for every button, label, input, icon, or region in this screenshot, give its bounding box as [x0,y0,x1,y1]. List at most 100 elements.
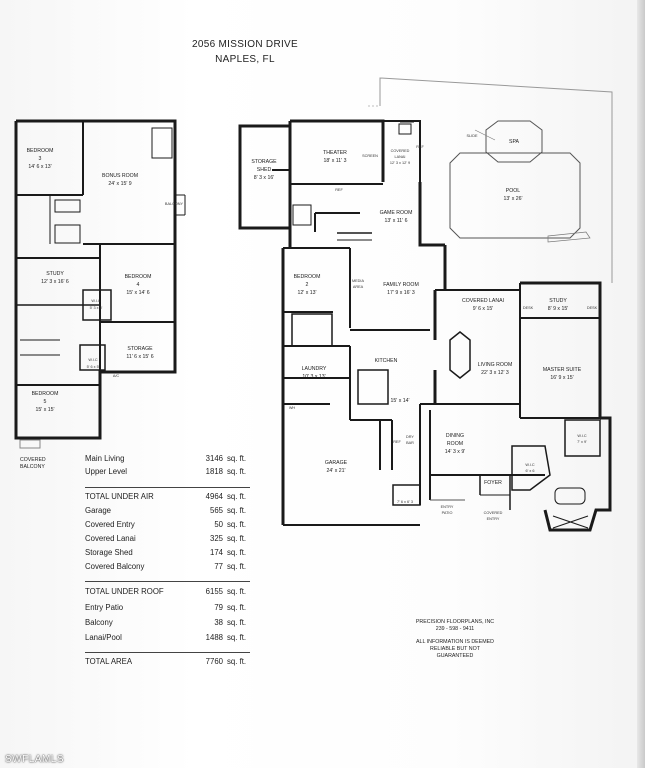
label-study-main-name: STUDY [549,298,567,304]
label-laundry-name: LAUNDRY [302,366,327,372]
label-bedroom4-num: 4 [137,282,140,288]
area-label: Covered Balcony [85,562,145,571]
area-label: Covered Lanai [85,534,136,543]
label-dining-name1: DINING [446,433,464,439]
area-unit: sq. ft. [227,618,247,627]
label-wic2-name: W.I.C [88,358,98,362]
area-unit: sq. ft. [227,603,247,612]
label-lanai1-name2: LANAI [395,155,406,159]
label-game-name: GAME ROOM [380,210,413,216]
pool-deck [368,77,613,283]
page-edge-shadow [637,0,645,768]
label-master-name: MASTER SUITE [543,367,582,373]
area-label: TOTAL UNDER ROOF [85,587,164,596]
label-drybar1: DRY [406,435,414,439]
label-ac: A/C [113,374,120,378]
label-entry-patio1: ENTRY [441,505,454,509]
area-value: 7760 [205,657,223,666]
label-wic2-dim: 5' 6 x 5' [87,365,100,369]
covered-balcony-line2: BALCONY [20,464,45,470]
address-title: 2056 MISSION DRIVE [192,39,298,50]
area-label: Entry Patio [85,603,124,612]
label-bedroom5-name: BEDROOM [32,391,59,397]
company-name: PRECISION FLOORPLANS, INC [415,619,495,625]
area-unit: sq. ft. [227,454,247,463]
label-foyer: FOYER [484,480,502,486]
label-ref1: REF [416,145,424,149]
label-theater-dim: 18' x 11' 3 [324,158,347,164]
label-kitchen-name: KITCHEN [375,358,398,364]
divider [85,652,250,653]
area-label: TOTAL AREA [85,657,133,666]
area-row: Garage 565 sq. ft. [85,505,250,516]
area-label: Covered Entry [85,520,135,529]
label-covered-entry2: ENTRY [487,517,500,521]
label-wic1-name: W.I.C [91,299,101,303]
label-entry-patio2: PATIO [442,511,453,515]
label-wic4-name: W.I.C [525,463,535,467]
label-pool-name: POOL [506,188,521,194]
label-wh: WH [289,406,296,410]
label-living-name: LIVING ROOM [478,362,513,368]
label-lanai2-name: COVERED LANAI [462,298,504,304]
area-unit: sq. ft. [227,657,247,666]
covered-balcony-line1: COVERED [20,457,46,463]
area-value: 38 [214,618,223,627]
watermark: SWFLAMLS [5,754,65,765]
area-value: 174 [209,548,223,557]
company-phone: 239 - 598 - 9411 [435,626,475,632]
area-unit: sq. ft. [227,633,247,642]
area-label: Garage [85,506,112,515]
label-bonus-dim: 24' x 15' 9 [108,181,131,187]
label-balcony: BALCONY [165,202,184,206]
label-storage-up-dim: 11' 6 x 15' 6 [126,354,153,360]
area-value: 6155 [205,587,223,596]
label-ref2: REF [335,188,343,192]
area-unit: sq. ft. [227,520,247,529]
area-unit: sq. ft. [227,534,247,543]
area-unit: sq. ft. [227,548,247,557]
label-bedroom3-num: 3 [39,156,42,162]
label-lanai2-dim: 9' 6 x 15' [473,306,493,312]
area-label: Balcony [85,618,113,627]
label-living-dim: 22' 3 x 12' 3 [481,370,509,376]
main-level-labels: STORAGE SHED 8' 3 x 16' THEATER 18' x 11… [251,134,597,521]
area-label: Upper Level [85,467,128,476]
label-family-name: FAMILY ROOM [383,282,419,288]
area-unit: sq. ft. [227,506,247,515]
area-value: 325 [209,534,223,543]
label-slide: SLIDE [467,134,478,138]
label-garage-name: GARAGE [325,460,348,466]
area-value: 1488 [205,633,223,642]
disclaimer-line3: GUARANTEED [436,653,474,659]
area-unit: sq. ft. [227,562,247,571]
city-title: NAPLES, FL [215,54,275,65]
label-bedroom3-dim: 14' 6 x 13' [28,164,51,170]
label-media2: AREA [353,285,364,289]
label-family-dim: 17' 9 x 16' 3 [387,290,415,296]
label-garage-dim: 24' x 21' [327,468,346,474]
label-study-main-dim: 8' 9 x 15' [548,306,568,312]
main-level-walls [238,119,612,532]
label-pool-dim: 13' x 26' [504,196,523,202]
label-drybar2: BAR [406,441,414,445]
label-study-up-name: STUDY [46,271,64,277]
label-bonus-name: BONUS ROOM [102,173,138,179]
label-desk1: DESK [523,306,534,310]
label-master-dim: 16' 9 x 15' [550,375,573,381]
area-value: 565 [209,506,223,515]
label-screen: SCREEN [362,154,378,158]
label-wic3-dim: 7' x 9' [577,440,587,444]
area-value: 3146 [205,454,223,463]
label-bedroom5-num: 5 [44,399,47,405]
label-closet-dim: 7' 6 x 6' 3 [397,500,413,504]
label-covered-entry1: COVERED [484,511,503,515]
disclaimer-line1: ALL INFORMATION IS DEEMED [416,639,494,645]
